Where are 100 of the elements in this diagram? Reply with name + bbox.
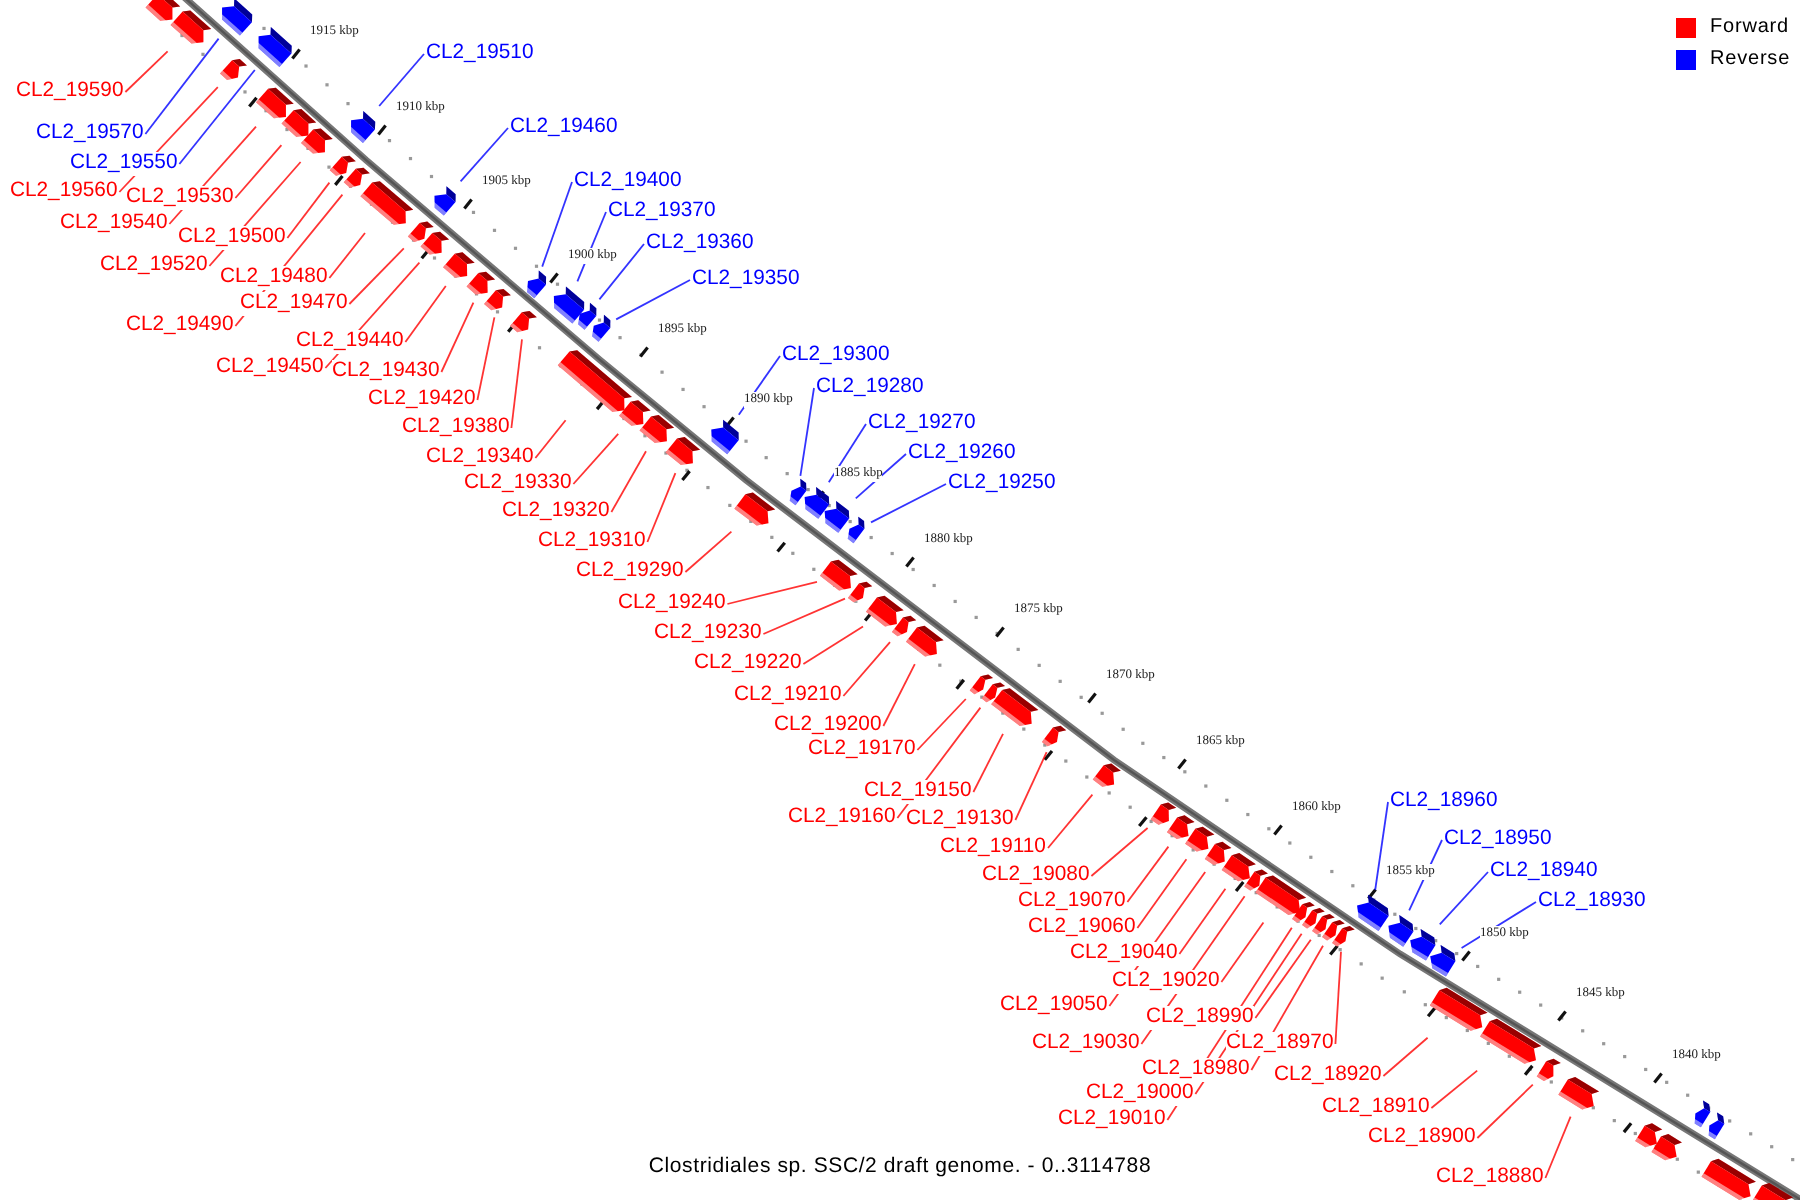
gene-label: CL2_19460 — [510, 116, 618, 140]
gene-label: CL2_19050 — [1000, 994, 1108, 1018]
gene-label: CL2_19170 — [808, 738, 916, 762]
gene-label: CL2_19280 — [816, 376, 924, 400]
leader-line — [440, 301, 475, 373]
gene-label: CL2_19020 — [1112, 970, 1220, 994]
gene-block — [968, 671, 992, 697]
gene-block — [252, 25, 296, 67]
gene-block — [220, 55, 248, 85]
leader-line — [1430, 1069, 1479, 1109]
gene-label: CL2_19080 — [982, 864, 1090, 888]
leader-line — [615, 279, 691, 321]
gene-block — [328, 152, 356, 180]
gene-label: CL2_18950 — [1444, 828, 1552, 852]
gene-block — [1203, 839, 1233, 869]
leader-line — [646, 472, 677, 543]
leader-line — [404, 285, 447, 343]
leader-line — [459, 127, 509, 183]
leader-line — [572, 432, 620, 485]
gene-block — [1311, 911, 1333, 937]
leader-line — [1382, 1036, 1429, 1077]
gene-block — [847, 578, 873, 606]
leader-line — [234, 144, 283, 199]
gene-block — [443, 249, 477, 283]
gene-block — [360, 178, 416, 230]
gene-block — [345, 109, 379, 143]
gene-block — [1221, 850, 1259, 886]
gene-block — [256, 84, 296, 124]
gene-label: CL2_19570 — [36, 122, 144, 146]
leader-line — [1047, 793, 1094, 849]
gene-block — [1635, 1120, 1665, 1152]
gene-block — [1184, 823, 1216, 857]
leader-line — [510, 338, 523, 429]
leader-line — [1090, 827, 1149, 877]
gene-block — [1429, 985, 1491, 1035]
gene-block — [639, 411, 677, 449]
gene-label: CL2_19040 — [1070, 942, 1178, 966]
gene-block — [1301, 905, 1323, 931]
gene-block — [734, 489, 778, 531]
gene-label: CL2_19130 — [906, 808, 1014, 832]
gene-label: CL2_19000 — [1086, 1082, 1194, 1106]
leader-line — [610, 450, 647, 513]
leader-line — [286, 181, 331, 239]
legend-label: Forward — [1710, 16, 1789, 38]
caption: Clostridiales sp. SSC/2 draft genome. - 0..3114788 — [648, 1154, 1152, 1178]
gene-label: CL2_19150 — [864, 780, 972, 804]
leader-line — [348, 247, 405, 305]
leader-line — [1014, 751, 1048, 821]
gene-block — [1690, 1100, 1714, 1128]
gene-block — [819, 499, 853, 533]
gene-label: CL2_19480 — [220, 266, 328, 290]
gene-block — [406, 218, 434, 246]
gene-block — [799, 485, 833, 519]
leader-line — [1220, 921, 1265, 983]
gene-label: CL2_19070 — [1018, 890, 1126, 914]
gene-label: CL2_19110 — [940, 836, 1046, 860]
gene-label: CL2_19430 — [332, 360, 440, 384]
gene-block — [1383, 913, 1417, 947]
gene-block — [342, 164, 370, 192]
leader-line — [1438, 871, 1489, 926]
gene-label: CL2_18980 — [1142, 1058, 1250, 1082]
gene-label: CL2_19550 — [70, 152, 178, 176]
leader-line — [916, 698, 967, 751]
gene-block — [705, 417, 743, 455]
gene-label: CL2_18970 — [1226, 1032, 1334, 1056]
gene-block — [1092, 760, 1124, 792]
gene-block — [1331, 923, 1353, 949]
gene-label: CL2_19420 — [368, 388, 476, 412]
gene-block — [665, 433, 703, 471]
leader-line — [598, 243, 645, 301]
gene-block — [145, 0, 183, 27]
leader-line — [144, 37, 220, 135]
gene-label: CL2_18900 — [1368, 1126, 1476, 1150]
leader-line — [1544, 1115, 1572, 1179]
gene-label: CL2_19210 — [734, 684, 842, 708]
gene-block — [1244, 866, 1268, 894]
gene-block — [619, 397, 653, 431]
leader-line — [802, 625, 864, 665]
gene-block — [1041, 722, 1067, 750]
gene-block — [170, 7, 214, 49]
gene-block — [1321, 917, 1343, 943]
gene-label: CL2_19230 — [654, 622, 762, 646]
gene-block — [1291, 899, 1313, 925]
leader-line — [534, 419, 567, 459]
gene-block — [1405, 927, 1439, 961]
gene-label: CL2_19200 — [774, 714, 882, 738]
leader-line — [870, 483, 947, 524]
gene-label: CL2_19530 — [126, 186, 234, 210]
leader-line — [1334, 950, 1342, 1045]
leader-line — [684, 530, 733, 573]
leader-line — [972, 732, 1004, 793]
gene-block — [484, 285, 512, 315]
gene-label: CL2_18940 — [1490, 860, 1598, 884]
gene-label: CL2_19490 — [126, 314, 234, 338]
leader-line — [854, 453, 907, 500]
leader-line — [124, 50, 169, 93]
gene-label: CL2_19010 — [1058, 1108, 1166, 1132]
gene-block — [466, 268, 498, 300]
gene-label: CL2_19320 — [502, 500, 610, 524]
gene-label: CL2_19260 — [908, 442, 1016, 466]
